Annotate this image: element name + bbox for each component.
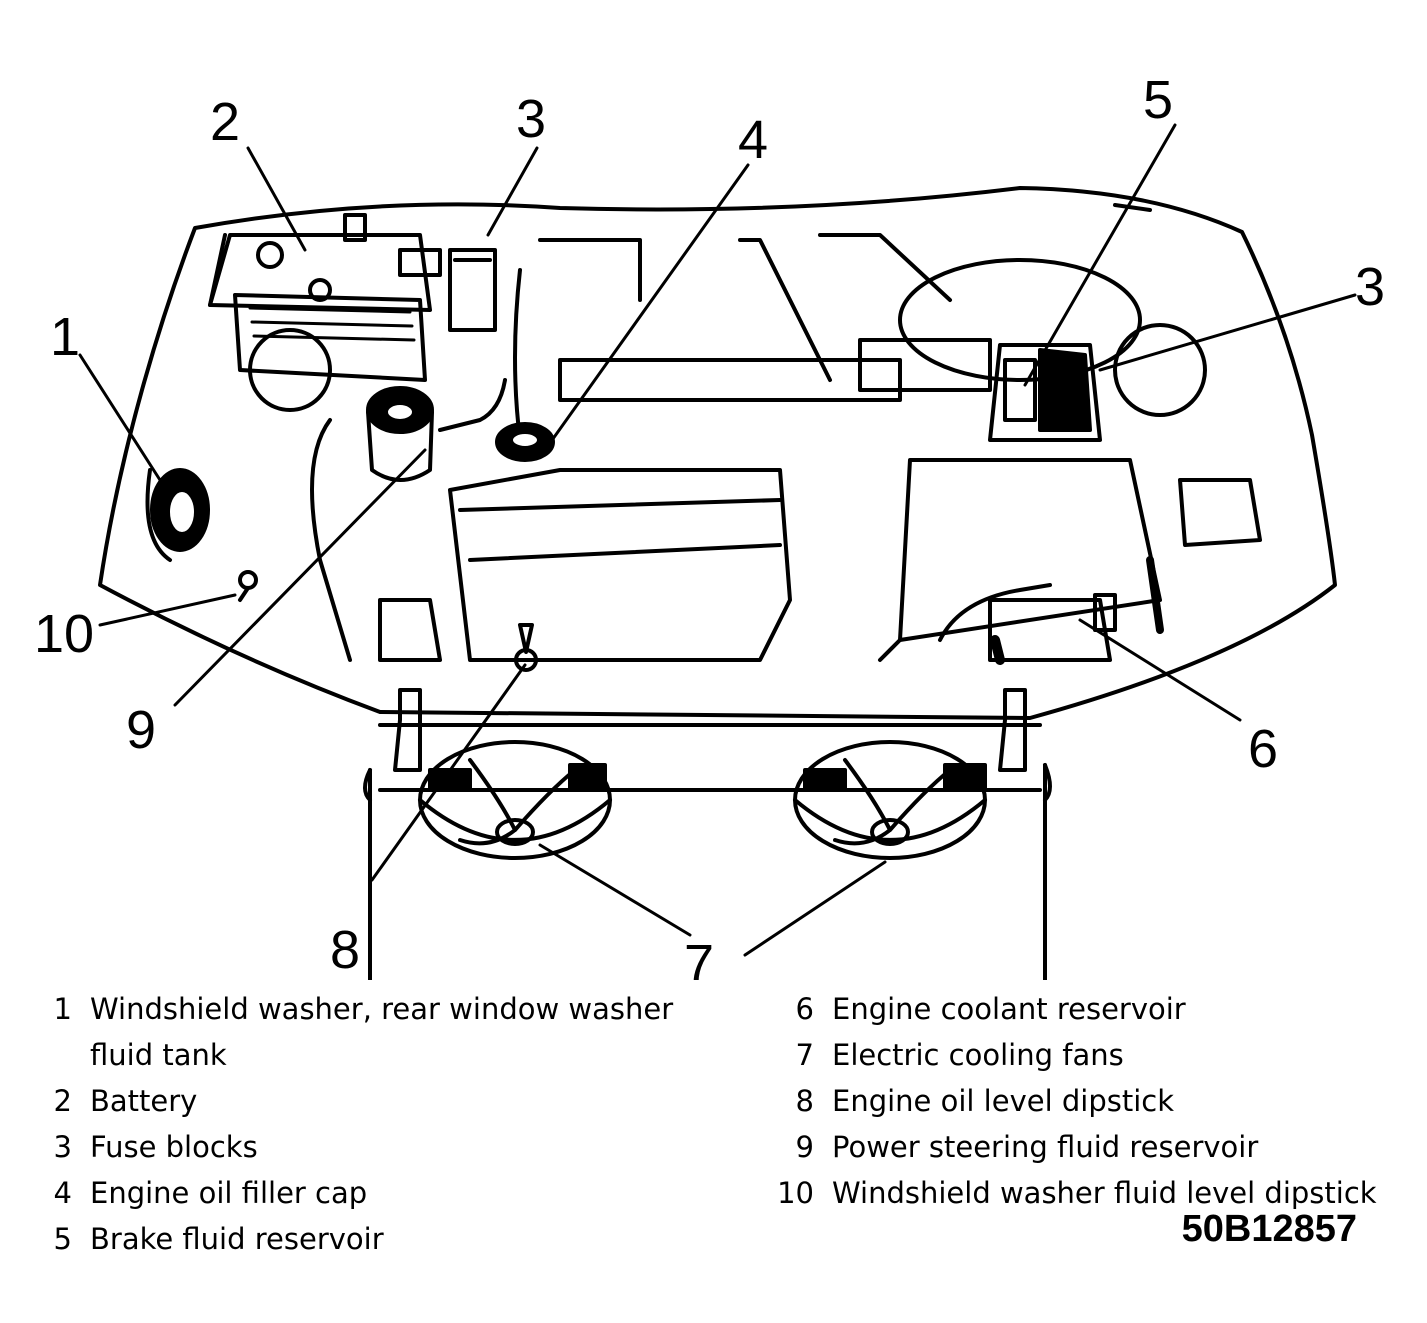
- callout-10: 10: [34, 604, 94, 664]
- legend-number: 6: [795, 992, 814, 1026]
- legend-text: Engine oil level dipstick: [832, 1084, 1175, 1118]
- legend-item: 6 Engine coolant reservoir: [774, 986, 1377, 1032]
- cooling-fan-left: [418, 740, 612, 860]
- callout-6: 6: [1248, 719, 1278, 779]
- legend-text: Engine oil filler cap: [90, 1176, 368, 1210]
- callout-3-left: 3: [516, 89, 546, 149]
- legend-number: 3: [53, 1130, 72, 1164]
- legend-right-column: 6 Engine coolant reservoir 7 Electric co…: [774, 986, 1377, 1216]
- coolant-reservoir-drawing: [938, 583, 1117, 665]
- legend-text: Battery: [90, 1084, 198, 1118]
- legend-number: 4: [53, 1176, 72, 1210]
- callout-7: 7: [684, 934, 714, 980]
- legend-number: 7: [795, 1038, 814, 1072]
- legend-text: Electric cooling fans: [832, 1038, 1124, 1072]
- washer-tank-drawing: [145, 328, 332, 562]
- fuse-block-left-drawing: [448, 248, 497, 332]
- legend-item: 7 Electric cooling fans: [774, 1032, 1377, 1078]
- washer-dipstick-drawing: [238, 570, 258, 602]
- callout-4: 4: [738, 110, 768, 170]
- callout-3-right: 3: [1355, 257, 1385, 317]
- callout-2: 2: [210, 92, 240, 152]
- legend-item: 5 Brake fluid reservoir: [32, 1216, 673, 1262]
- legend-item: 2 Battery: [32, 1078, 673, 1124]
- brake-reservoir-drawing: [898, 258, 1142, 442]
- power-steering-reservoir-drawing: [310, 378, 507, 662]
- legend-number: 8: [795, 1084, 814, 1118]
- legend-number: 5: [53, 1222, 72, 1256]
- legend-item: 4 Engine oil filler cap: [32, 1170, 673, 1216]
- air-cleaner-drawing: [878, 323, 1262, 662]
- callout-1: 1: [50, 307, 80, 367]
- legend-item: 9 Power steering fluid reservoir: [774, 1124, 1377, 1170]
- legend-number: 1: [53, 992, 72, 1026]
- callout-5: 5: [1143, 70, 1173, 130]
- legend-number: 9: [795, 1130, 814, 1164]
- legend-text: Windshield washer fluid level dipstick: [832, 1176, 1377, 1210]
- legend-text: Power steering fluid reservoir: [832, 1130, 1259, 1164]
- battery-drawing: [208, 213, 442, 382]
- legend-item: 10 Windshield washer fluid level dipstic…: [774, 1170, 1377, 1216]
- engine-block-drawing: [378, 233, 992, 662]
- engine-bay-outline: [98, 186, 1337, 720]
- legend-text: Engine coolant reservoir: [832, 992, 1186, 1026]
- oil-filler-cap-drawing: [495, 422, 555, 462]
- figure-code: 50B12857: [1181, 1208, 1357, 1250]
- callout-labels: 1 2 3 3 4 5 6 7 8 9 10: [34, 70, 1385, 980]
- cooling-fan-right: [793, 740, 987, 860]
- legend-number: 10: [777, 1176, 814, 1210]
- legend-item: 3 Fuse blocks: [32, 1124, 673, 1170]
- legend-item: 8 Engine oil level dipstick: [774, 1078, 1377, 1124]
- callout-8: 8: [330, 920, 360, 980]
- leader-lines: [78, 123, 1357, 957]
- callout-9: 9: [126, 700, 156, 760]
- legend-text: Brake fluid reservoir: [90, 1222, 384, 1256]
- legend-number: 2: [53, 1084, 72, 1118]
- oil-dipstick-drawing: [514, 623, 538, 672]
- engine-bay-diagram: 1 2 3 3 4 5 6 7 8 9 10: [34, 70, 1385, 980]
- legend-text: Fuse blocks: [90, 1130, 258, 1164]
